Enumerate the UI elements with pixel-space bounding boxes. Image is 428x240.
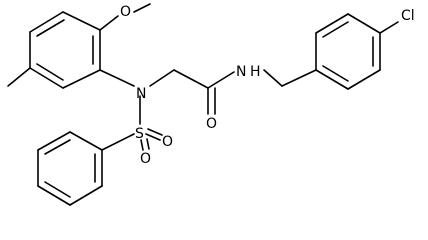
carbonyl-oxygen-label: O (206, 116, 217, 132)
sulfonyl-oxygen-bottom-label: O (140, 151, 151, 167)
sulfonyl-oxygen-right-label: O (162, 134, 173, 150)
methoxy-oxygen-label: O (120, 4, 131, 20)
amine-nitrogen-label: N (136, 86, 146, 102)
sulfonyl-group (101, 95, 163, 151)
methoxyphenyl-ring (29, 11, 101, 89)
structure-diagram: O N S O O O N H Cl (7, 3, 415, 206)
ring-n-bond (99, 69, 135, 87)
sulfur-label: S (135, 126, 144, 142)
chlorine-bond (379, 21, 399, 34)
chlorine-label: Cl (401, 8, 415, 24)
chlorophenyl-ring (315, 13, 381, 90)
acetamide-chain (149, 69, 317, 115)
amide-hydrogen-label: H (250, 64, 261, 80)
phenyl-ring (37, 131, 103, 206)
molecule-svg: O N S O O O N H Cl (7, 3, 415, 206)
methyl-bond (7, 67, 31, 87)
amide-nitrogen-label: N (236, 64, 246, 80)
methoxy-group (99, 3, 151, 31)
